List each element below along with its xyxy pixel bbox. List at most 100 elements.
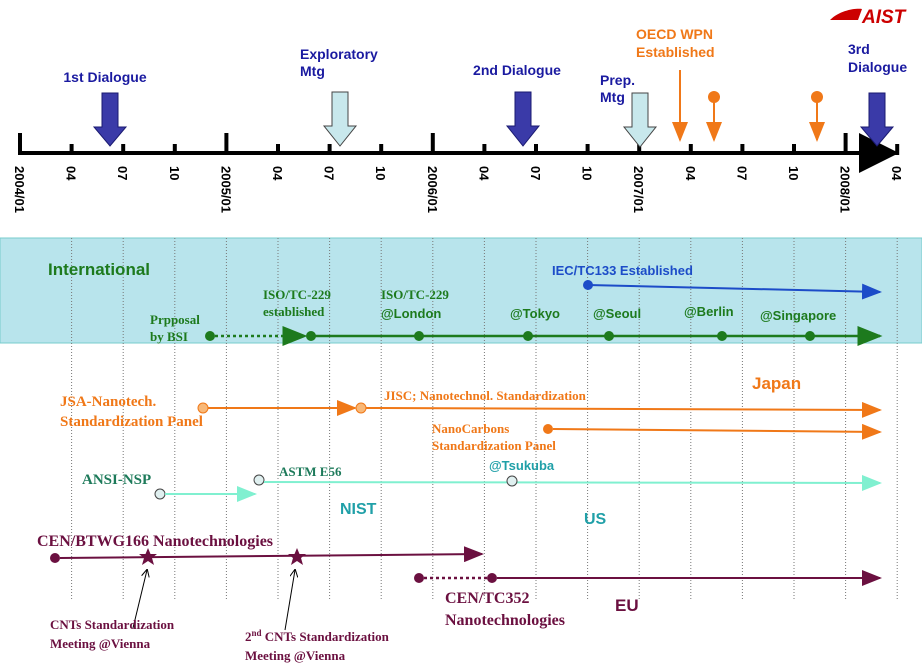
jsa-label-line1: JSA-Nanotech.	[60, 394, 156, 410]
london-dot	[414, 331, 424, 341]
established-label: established	[263, 304, 325, 319]
iso-tc229-london-label: ISO/TC-229	[381, 287, 449, 302]
ansi-label: ANSI-NSP	[82, 472, 151, 488]
nanocarbons-label-line1: NanoCarbons	[432, 421, 509, 436]
vienna-1-line1: CNTs Standardization	[50, 617, 175, 632]
jsa-dot	[197, 402, 209, 414]
axis-tick-label: 2004/01	[12, 166, 27, 213]
nanocarbons-dot	[543, 424, 553, 434]
berlin-dot	[717, 331, 727, 341]
nanocarbons-arrow	[552, 423, 882, 440]
event-exploratory-mtg	[322, 91, 358, 147]
event-oecd-wpn	[672, 70, 825, 142]
axis-tick-label: 04	[64, 166, 79, 181]
iec-label: IEC/TC133 Established	[552, 263, 693, 278]
axis-tick-label: 07	[322, 166, 337, 180]
cen-tc-label-line1: CEN/TC352	[445, 590, 529, 607]
axis-tick-label: 10	[373, 166, 388, 180]
cen-btwg-label: CEN/BTWG166 Nanotechnologies	[37, 533, 273, 550]
label-mtg: Mtg	[300, 63, 325, 79]
dark-down-arrow	[859, 92, 895, 147]
axis-tick-label: 10	[167, 166, 182, 180]
us-region-label: US	[584, 511, 607, 528]
light-down-arrow	[622, 92, 658, 148]
label-2nd-dialogue: 2nd Dialogue	[473, 62, 561, 78]
dark-down-arrow	[505, 91, 541, 147]
cen-tc-label-line2: Nanotechnologies	[445, 612, 565, 629]
cen-tc-dot	[487, 573, 497, 583]
cen-btwg-arrow	[59, 546, 484, 563]
by-bsi-label: by BSI	[150, 329, 188, 344]
event-2nd-dialogue	[505, 91, 541, 147]
axis-tick-label: 07	[115, 166, 130, 180]
axis-tick-label: 07	[528, 166, 543, 180]
vienna-2-line2: Meeting @Vienna	[245, 648, 346, 663]
iso-established-dot	[306, 331, 316, 341]
aist-logo: AIST	[830, 7, 907, 28]
axis-tick-label: 10	[786, 166, 801, 180]
axis-tick-label: 07	[734, 166, 749, 180]
astm-dot	[253, 474, 265, 486]
proposal-label: Prpposal	[150, 312, 200, 327]
logo-text: AIST	[861, 7, 907, 28]
event-prep-mtg	[622, 92, 658, 148]
label-prep: Prep.	[600, 72, 635, 88]
month-gridlines	[71, 238, 898, 600]
vienna-1-star	[139, 548, 157, 565]
eu-region-label: EU	[615, 596, 639, 615]
jisc-dot	[355, 402, 367, 414]
logo-swoosh	[830, 8, 862, 20]
label-dialogue: Dialogue	[848, 59, 907, 75]
bsi-dot	[205, 331, 215, 341]
cen-tc-proposal-dot	[414, 573, 424, 583]
jsa-label-line2: Standardization Panel	[60, 414, 203, 430]
axis-tick-label: 04	[270, 166, 285, 181]
tokyo-label: @Tokyo	[510, 306, 560, 321]
label-exploratory: Exploratory	[300, 46, 378, 62]
jisc-label: JISC; Nanotechnol. Standardization	[384, 388, 587, 403]
iso-tc229-label: ISO/TC-229	[263, 287, 331, 302]
nanocarbons-label-line2: Standardization Panel	[432, 438, 556, 453]
axis-tick-label: 2008/01	[838, 166, 853, 213]
axis-tick-label: 10	[580, 166, 595, 180]
label-prep-mtg: Mtg	[600, 89, 625, 105]
japan-region-label: Japan	[752, 374, 801, 393]
tsukuba-dot	[506, 475, 518, 487]
dark-down-arrow	[92, 92, 128, 147]
tsukuba-label: @Tsukuba	[489, 458, 555, 473]
axis-tick-label: 04	[889, 166, 904, 181]
label-1st-dialogue: 1st Dialogue	[63, 69, 146, 85]
axis-tick-label: 2005/01	[218, 166, 233, 213]
axis-tick-label: 04	[683, 166, 698, 181]
seoul-label: @Seoul	[593, 306, 641, 321]
singapore-label: @Singapore	[760, 308, 836, 323]
singapore-dot	[805, 331, 815, 341]
vienna-1-line2: Meeting @Vienna	[50, 636, 151, 651]
vienna-2-star	[288, 548, 306, 565]
london-label: @London	[381, 306, 441, 321]
vienna-2-line1: 2nd CNTs Standardization	[245, 628, 390, 644]
event-3rd-dialogue	[859, 92, 895, 147]
astm-arrow	[263, 474, 882, 491]
event-1st-dialogue	[92, 92, 128, 147]
axis-tick-label: 2006/01	[425, 166, 440, 213]
international-band	[0, 237, 922, 344]
vienna-1-pointer	[132, 570, 147, 629]
nist-label: NIST	[340, 501, 377, 518]
berlin-label: @Berlin	[684, 304, 734, 319]
ansi-dot	[154, 488, 166, 500]
axis-ticks: 2004/01 04 07 10 2005/01 04 07 10 2006/01 04 07 10 2…	[12, 133, 904, 213]
tokyo-dot	[523, 331, 533, 341]
international-header: International	[48, 260, 150, 279]
axis-tick-label: 04	[476, 166, 491, 181]
iec-arrow	[587, 283, 882, 300]
seoul-dot	[604, 331, 614, 341]
cen-btwg-dot	[50, 553, 60, 563]
vienna-2-pointer	[284, 570, 295, 631]
label-oecd-wpn: OECD WPN	[636, 26, 713, 42]
jisc-arrow	[365, 401, 882, 418]
label-established: Established	[636, 44, 715, 60]
astm-label: ASTM E56	[279, 464, 342, 479]
